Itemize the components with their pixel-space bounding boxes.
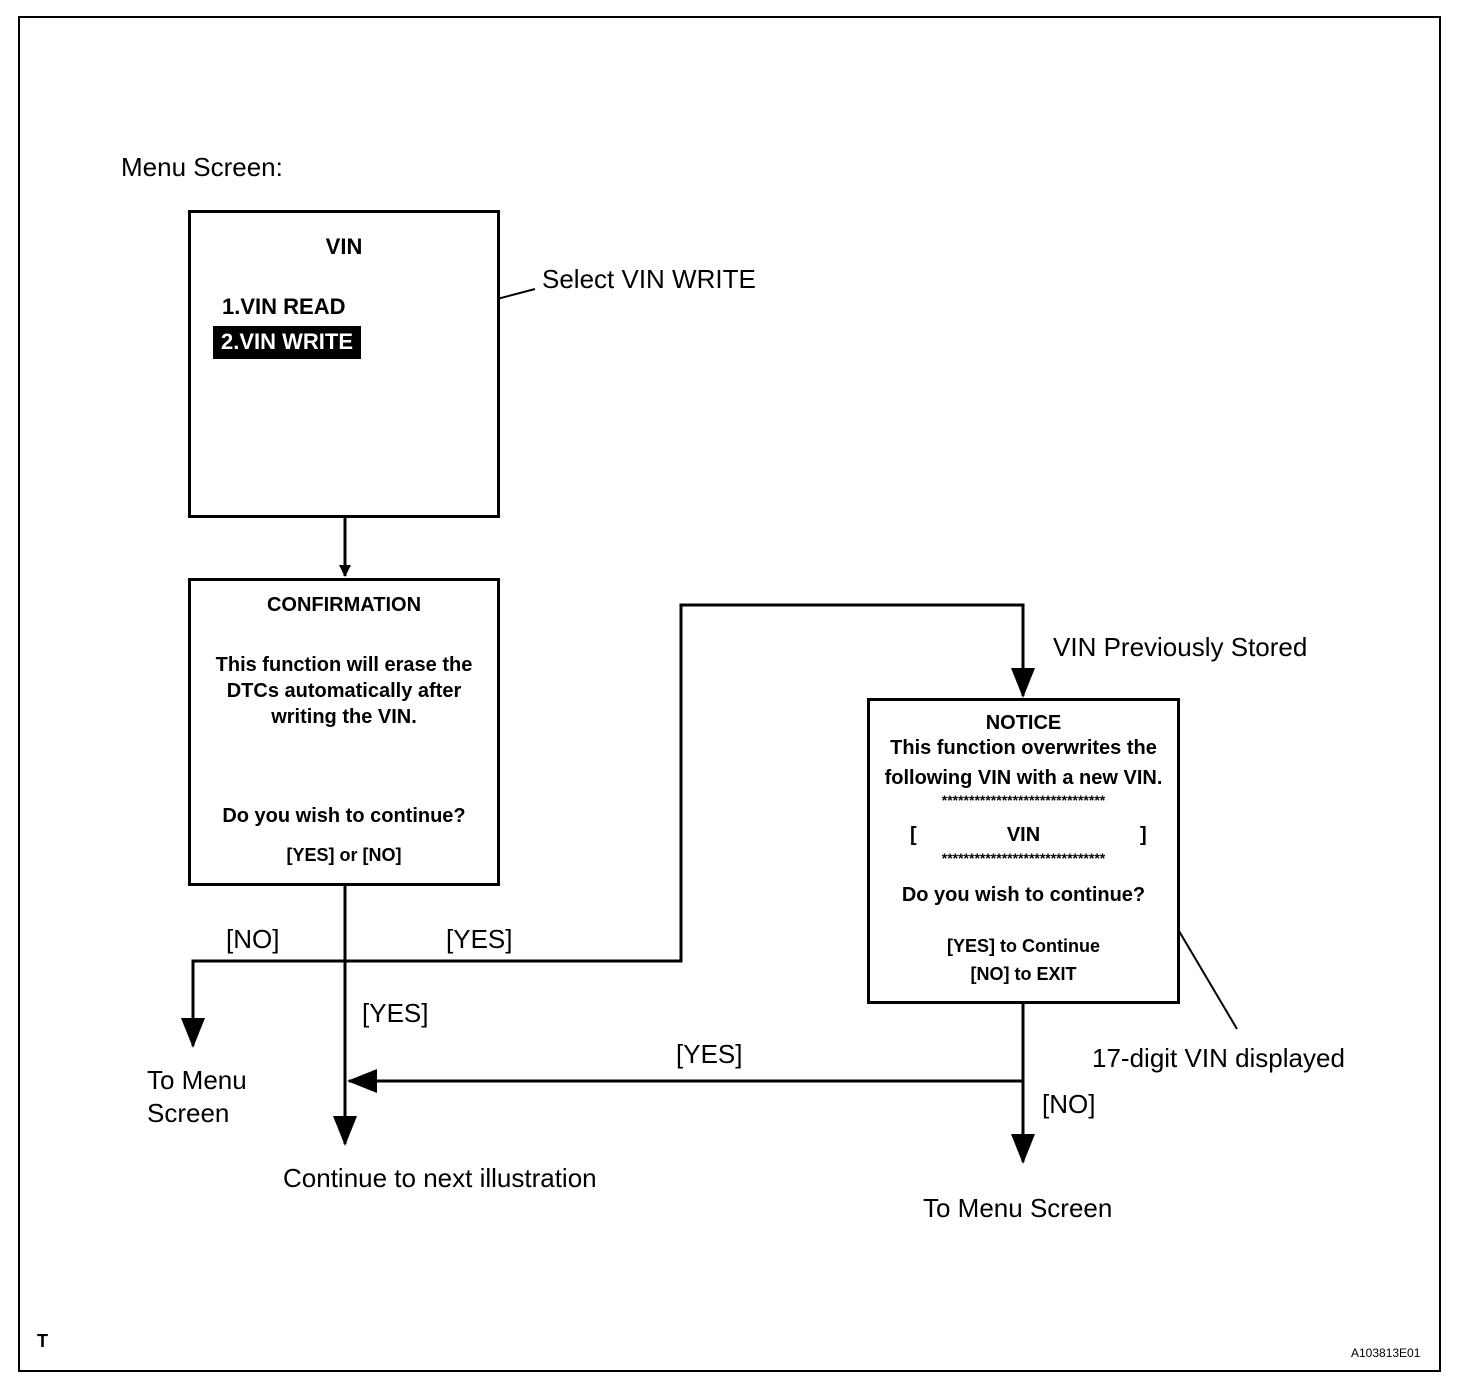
no-bottom-label: [NO] [1042, 1089, 1096, 1119]
menu-item-vin-read[interactable]: 1.VIN READ [222, 294, 346, 319]
notice-box: NOTICE This function overwrites the foll… [867, 698, 1180, 1004]
confirmation-question: Do you wish to continue? [222, 805, 466, 827]
yes-down-label: [YES] [362, 998, 429, 1028]
notice-option-yes: [YES] to Continue [947, 936, 1100, 956]
select-note: Select VIN WRITE [542, 264, 756, 294]
notice-line-1: This function overwrites the [890, 737, 1157, 759]
vin-displayed-label: 17-digit VIN displayed [1092, 1043, 1345, 1073]
notice-stars-bottom: ****************************** [941, 850, 1106, 866]
stored-vin-value: VIN [1006, 824, 1041, 846]
arrow-yes-to-notice [345, 603, 1035, 963]
confirmation-line-2: DTCs automatically after [226, 680, 462, 702]
yes-right-label: [YES] [446, 924, 513, 954]
confirmation-line-3: writing the VIN. [271, 706, 417, 728]
to-menu-left-line-2: Screen [147, 1098, 230, 1128]
arrow-no-to-menu [181, 959, 345, 1048]
vin-bracket-right: ] [1140, 824, 1147, 846]
notice-line-2: following VIN with a new VIN. [884, 767, 1163, 789]
menu-item-vin-write[interactable]: 2.VIN WRITE [213, 326, 362, 359]
menu-screen-label: Menu Screen: [121, 152, 283, 182]
confirmation-box: CONFIRMATION This function will erase th… [188, 578, 500, 886]
vin-title: VIN [325, 234, 363, 259]
figure-code: A103813E01 [1351, 1346, 1421, 1360]
to-menu-right-label: To Menu Screen [923, 1193, 1113, 1223]
vin-previously-stored-label: VIN Previously Stored [1053, 632, 1308, 662]
notice-option-no: [NO] to EXIT [970, 964, 1077, 984]
yes-bottom-label: [YES] [676, 1039, 743, 1069]
continue-next-label: Continue to next illustration [283, 1163, 597, 1193]
to-menu-left-line-1: To Menu [147, 1065, 247, 1095]
confirmation-title: CONFIRMATION [266, 594, 422, 616]
corner-mark: T [37, 1331, 48, 1351]
notice-stars-top: ****************************** [941, 792, 1106, 808]
vin-bracket-left: [ [910, 824, 917, 846]
no-left-label: [NO] [226, 924, 280, 954]
figure-frame [18, 16, 1441, 1372]
confirmation-options: [YES] or [NO] [286, 845, 402, 865]
notice-title: NOTICE [985, 712, 1062, 734]
confirmation-line-1: This function will erase the [215, 654, 473, 676]
vin-menu-box: VIN 1.VIN READ 2.VIN WRITE [188, 210, 500, 518]
notice-question: Do you wish to continue? [901, 884, 1146, 906]
